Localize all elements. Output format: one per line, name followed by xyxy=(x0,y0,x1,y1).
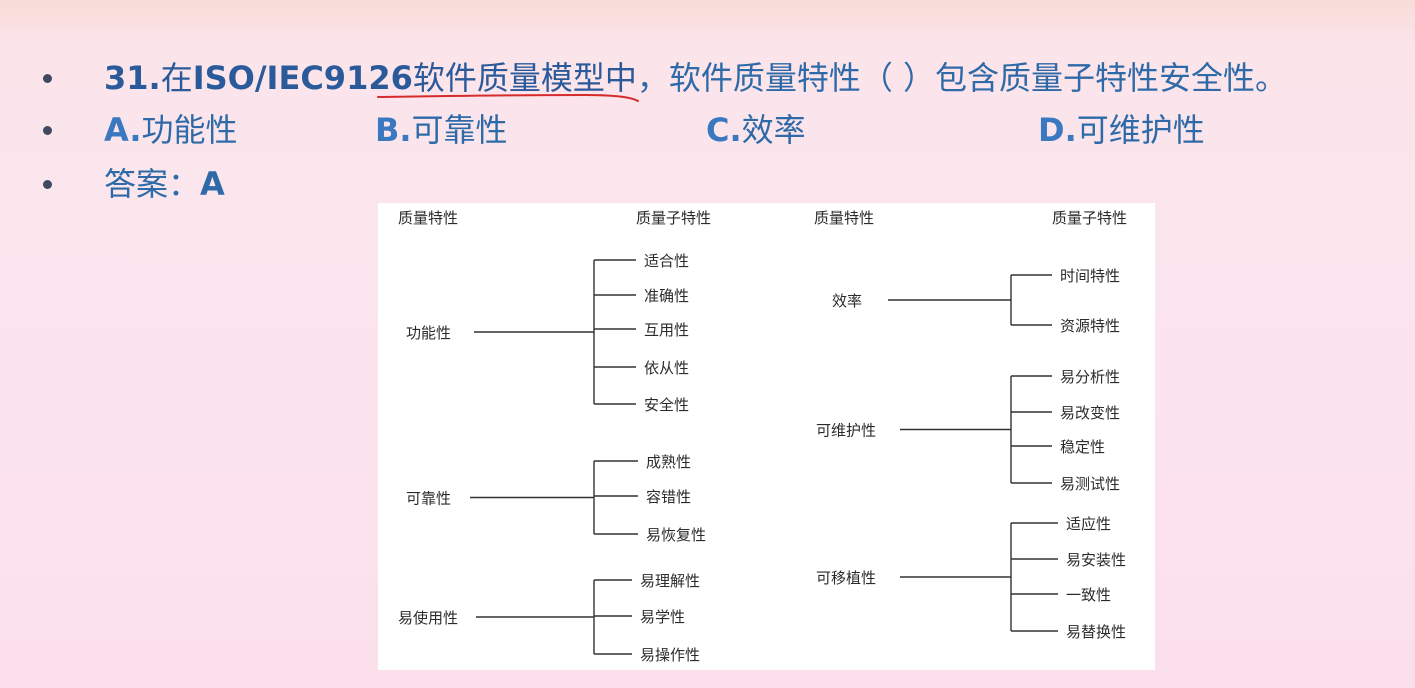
group-1-sub-2: 易恢复性 xyxy=(646,526,706,544)
header-right-sub: 质量子特性 xyxy=(1052,209,1127,227)
bullet-question xyxy=(43,74,52,83)
header-right-characteristic: 质量特性 xyxy=(814,209,874,227)
group-3-sub-0: 时间特性 xyxy=(1060,267,1120,285)
option-b-letter: B. xyxy=(375,111,412,149)
group-3-sub-1: 资源特性 xyxy=(1060,317,1120,335)
option-a: A.功能性 xyxy=(104,110,238,150)
header-left-sub: 质量子特性 xyxy=(636,209,711,227)
group-0-sub-1: 准确性 xyxy=(644,287,689,305)
option-c: C.效率 xyxy=(706,110,806,150)
group-4-name: 可维护性 xyxy=(816,422,876,440)
question-text: 31.在ISO/IEC9126软件质量模型中，软件质量特性（ ）包含质量子特性安… xyxy=(104,58,1287,98)
option-a-letter: A. xyxy=(104,111,142,149)
question-standard: ISO/IEC9126 xyxy=(192,59,413,97)
quality-model-tree: 质量特性 质量子特性 质量特性 质量子特性 功能性 适合性准确性互用性依从性安全性… xyxy=(398,209,1127,664)
group-2-sub-2: 易操作性 xyxy=(640,646,700,664)
answer-label: 答案： xyxy=(104,165,201,203)
group-0-sub-3: 依从性 xyxy=(644,359,689,377)
group-0-name: 功能性 xyxy=(406,324,451,342)
option-c-text: 效率 xyxy=(741,111,806,149)
group-0-sub-2: 互用性 xyxy=(644,321,689,339)
group-5-name: 可移植性 xyxy=(816,569,876,587)
option-c-letter: C. xyxy=(706,111,742,149)
option-d-text: 可维护性 xyxy=(1076,111,1205,149)
group-4-sub-0: 易分析性 xyxy=(1060,368,1120,386)
question-prefix: 在 xyxy=(160,59,193,97)
option-b: B.可靠性 xyxy=(375,110,508,150)
option-b-text: 可靠性 xyxy=(411,111,508,149)
group-4-sub-1: 易改变性 xyxy=(1060,404,1120,422)
group-0-sub-0: 适合性 xyxy=(644,252,689,270)
group-0-sub-4: 安全性 xyxy=(644,396,689,414)
group-3-name: 效率 xyxy=(832,292,862,310)
group-1-sub-1: 容错性 xyxy=(646,488,691,506)
answer-value: A xyxy=(200,165,225,203)
option-a-text: 功能性 xyxy=(141,111,238,149)
bullet-answer xyxy=(43,180,52,189)
group-4-sub-3: 易测试性 xyxy=(1060,475,1120,493)
group-5-sub-1: 易安装性 xyxy=(1066,551,1126,569)
quality-model-diagram: 质量特性 质量子特性 质量特性 质量子特性 功能性 适合性准确性互用性依从性安全性… xyxy=(378,203,1155,670)
red-underline-annotation xyxy=(377,93,639,102)
group-1-name: 可靠性 xyxy=(406,490,451,508)
top-band xyxy=(0,0,1415,40)
group-5-sub-3: 易替换性 xyxy=(1066,623,1126,641)
group-2-sub-1: 易学性 xyxy=(640,608,685,626)
option-d: D.可维护性 xyxy=(1038,110,1205,150)
option-d-letter: D. xyxy=(1038,111,1077,149)
group-2-sub-0: 易理解性 xyxy=(640,572,700,590)
group-5-sub-2: 一致性 xyxy=(1066,586,1111,604)
group-4-sub-2: 稳定性 xyxy=(1060,438,1105,456)
header-left-characteristic: 质量特性 xyxy=(398,209,458,227)
question-number: 31. xyxy=(104,59,161,97)
group-2-name: 易使用性 xyxy=(398,609,458,627)
question-underlined: 软件质量模型中 xyxy=(412,59,637,97)
group-1-sub-0: 成熟性 xyxy=(646,453,691,471)
answer-line: 答案：A xyxy=(104,164,225,204)
question-rest: ，软件质量特性（ ）包含质量子特性安全性。 xyxy=(636,59,1288,97)
bullet-options xyxy=(43,126,52,135)
group-5-sub-0: 适应性 xyxy=(1066,515,1111,533)
